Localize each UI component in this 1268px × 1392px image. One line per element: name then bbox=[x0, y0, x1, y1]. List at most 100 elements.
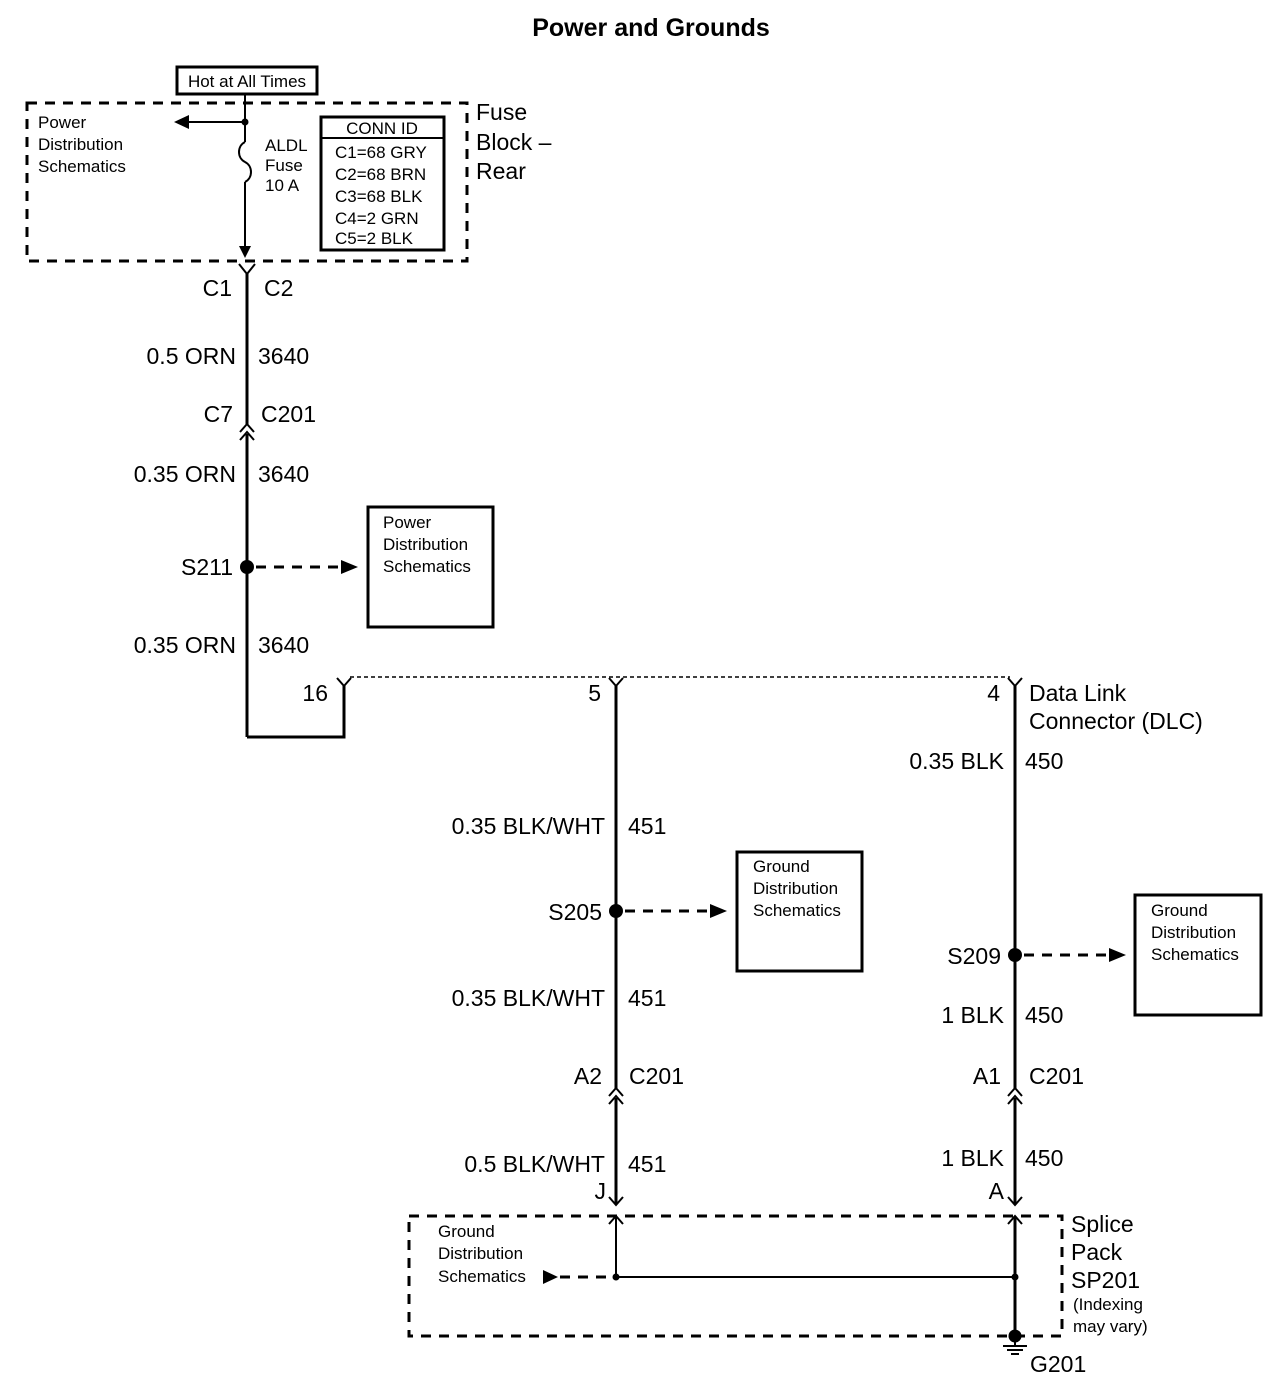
splice-s209-label: S209 bbox=[947, 943, 1001, 969]
pin-c7: C7 bbox=[204, 401, 233, 427]
connector-c201-a1: C201 bbox=[1029, 1063, 1084, 1089]
wire-451-seg2-circuit: 451 bbox=[628, 985, 666, 1011]
splice-pack-gds-line-2: Distribution bbox=[438, 1244, 523, 1263]
splice-pack-pin-j-symbol bbox=[608, 1196, 624, 1207]
ground-g201-label: G201 bbox=[1030, 1351, 1086, 1377]
gds-box-s209 bbox=[1133, 893, 1263, 1017]
wire-3640-seg3-size: 0.35 ORN bbox=[134, 632, 236, 658]
wire-3640-seg3-circuit: 3640 bbox=[258, 632, 309, 658]
splice-pack-pin-j: J bbox=[595, 1178, 607, 1204]
wire-3640-seg2-size: 0.35 ORN bbox=[134, 461, 236, 487]
fuse-label-2: Fuse bbox=[265, 156, 303, 175]
splice-pack-gds-line-3: Schematics bbox=[438, 1267, 526, 1286]
connector-c2-symbol bbox=[238, 263, 256, 276]
wire-3640-seg1-circuit: 3640 bbox=[258, 343, 309, 369]
splice-pack-name-2: Pack bbox=[1071, 1239, 1123, 1265]
conn-id-1: C1=68 GRY bbox=[335, 143, 427, 162]
conn-id-3: C3=68 BLK bbox=[335, 187, 423, 206]
connector-c201-top: C201 bbox=[261, 401, 316, 427]
conn-id-5: C5=2 BLK bbox=[335, 229, 414, 248]
gds-box-s209-line-1: Ground bbox=[1151, 901, 1208, 920]
dlc-pin-16-symbol bbox=[336, 677, 352, 688]
dlc-pin-5: 5 bbox=[588, 680, 601, 706]
gds-box-s209-line-3: Schematics bbox=[1151, 945, 1239, 964]
conn-id-2: C2=68 BRN bbox=[335, 165, 426, 184]
connector-c201-a1-symbol bbox=[1007, 1086, 1023, 1105]
hot-label-box bbox=[175, 65, 319, 96]
fuse-output-arrowhead bbox=[239, 246, 251, 258]
fuse-pds-arrowhead bbox=[174, 115, 189, 129]
dlc-pin-4-symbol bbox=[1007, 677, 1023, 688]
wire-451-seg3-circuit: 451 bbox=[628, 1151, 666, 1177]
splice-pack-note-1: (Indexing bbox=[1073, 1295, 1143, 1314]
wire-451-seg1-circuit: 451 bbox=[628, 813, 666, 839]
pin-c1: C1 bbox=[203, 275, 232, 301]
connector-c201-top-symbol bbox=[239, 422, 255, 441]
fuse-block-name-2: Block – bbox=[476, 129, 552, 155]
wire-451-seg2-size: 0.35 BLK/WHT bbox=[452, 985, 605, 1011]
splice-pack-gds-line-1: Ground bbox=[438, 1222, 495, 1241]
dlc-name-2: Connector (DLC) bbox=[1029, 708, 1203, 734]
pds-box-line-1: Power bbox=[383, 513, 432, 532]
wire-450-seg2-size: 1 BLK bbox=[941, 1002, 1004, 1028]
wire-450-seg3-circuit: 450 bbox=[1025, 1145, 1063, 1171]
splice-s205 bbox=[609, 904, 623, 918]
dlc-pin-16: 16 bbox=[302, 680, 328, 706]
diagram-title: Power and Grounds bbox=[532, 14, 770, 42]
wire-3640-seg2-circuit: 3640 bbox=[258, 461, 309, 487]
pds-box-line-3: Schematics bbox=[383, 557, 471, 576]
fuse-pds-line-2: Distribution bbox=[38, 135, 123, 154]
splice-pack-name-1: Splice bbox=[1071, 1211, 1134, 1237]
wire-450-seg2-circuit: 450 bbox=[1025, 1002, 1063, 1028]
connector-c201-a2: C201 bbox=[629, 1063, 684, 1089]
splice-s211-label: S211 bbox=[181, 554, 233, 580]
splice-s211 bbox=[240, 560, 254, 574]
dlc-pin-4: 4 bbox=[987, 680, 1000, 706]
splice-pack-name-3: SP201 bbox=[1071, 1267, 1140, 1293]
connector-c201-a2-symbol bbox=[608, 1086, 624, 1105]
s209-reference-arrowhead bbox=[1109, 948, 1126, 962]
fuse-block-name-1: Fuse bbox=[476, 99, 527, 125]
splice-s205-label: S205 bbox=[548, 899, 602, 925]
fuse-block-name-3: Rear bbox=[476, 158, 526, 184]
splice-pack-pin-a: A bbox=[989, 1178, 1005, 1204]
wire-451-seg1-size: 0.35 BLK/WHT bbox=[452, 813, 605, 839]
pds-box-line-2: Distribution bbox=[383, 535, 468, 554]
pin-a2: A2 bbox=[574, 1063, 602, 1089]
s205-reference-arrowhead bbox=[710, 904, 727, 918]
dlc-name-1: Data Link bbox=[1029, 680, 1127, 706]
fuse-junction-dot bbox=[241, 118, 249, 126]
wire-450-seg3-size: 1 BLK bbox=[941, 1145, 1004, 1171]
gds-box-s209-line-2: Distribution bbox=[1151, 923, 1236, 942]
splice-pack-gds-arrowhead bbox=[543, 1270, 558, 1284]
wire-450-seg1-size: 0.35 BLK bbox=[909, 748, 1004, 774]
fuse-label-1: ALDL bbox=[265, 136, 308, 155]
splice-pack-pin-a-symbol bbox=[1007, 1196, 1023, 1207]
fuse-pds-line-3: Schematics bbox=[38, 157, 126, 176]
gds-box-s205-line-2: Distribution bbox=[753, 879, 838, 898]
fuse-pds-line-1: Power bbox=[38, 113, 87, 132]
pds-box bbox=[366, 505, 495, 629]
fuse-symbol bbox=[238, 141, 252, 183]
dlc-pin-5-symbol bbox=[608, 677, 624, 688]
splice-pack-outline bbox=[407, 1214, 1064, 1338]
pin-a1: A1 bbox=[973, 1063, 1001, 1089]
wire-450-seg1-circuit: 450 bbox=[1025, 748, 1063, 774]
conn-id-title: CONN ID bbox=[346, 119, 418, 138]
splice-s209 bbox=[1008, 948, 1022, 962]
gds-box-s205 bbox=[735, 850, 864, 973]
connector-c2: C2 bbox=[264, 275, 293, 301]
gds-box-s205-line-1: Ground bbox=[753, 857, 810, 876]
s211-reference-arrowhead bbox=[341, 560, 358, 574]
wire-3640-seg1-size: 0.5 ORN bbox=[147, 343, 236, 369]
hot-label: Hot at All Times bbox=[188, 72, 306, 91]
wire-451-seg3-size: 0.5 BLK/WHT bbox=[464, 1151, 605, 1177]
splice-pack-note-2: may vary) bbox=[1073, 1317, 1148, 1336]
conn-id-4: C4=2 GRN bbox=[335, 209, 419, 228]
splice-pack-junction-j bbox=[612, 1273, 620, 1281]
gds-box-s205-line-3: Schematics bbox=[753, 901, 841, 920]
fuse-label-3: 10 A bbox=[265, 176, 300, 195]
wire-3640-route-to-dlc bbox=[247, 686, 346, 739]
fuse-block-outline bbox=[25, 101, 469, 263]
